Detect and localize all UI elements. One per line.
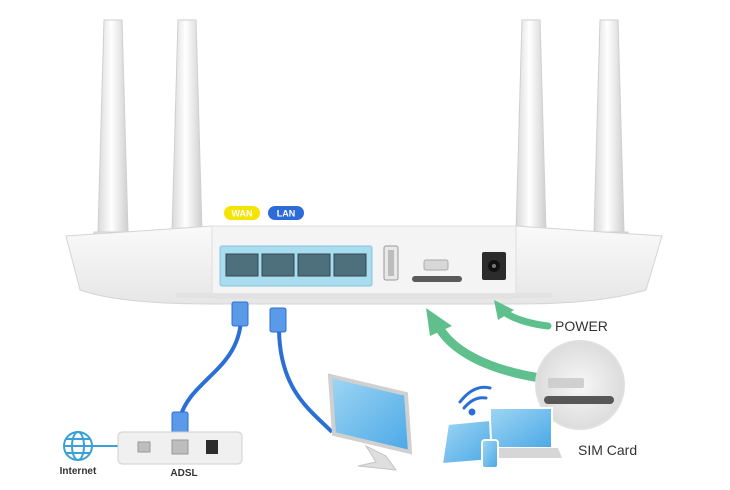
adsl-cable-plug [171, 411, 189, 435]
vent-strip [176, 293, 552, 298]
wan-cable [171, 301, 249, 435]
laptop-base [480, 448, 562, 458]
lan-port-1[interactable] [261, 253, 295, 277]
adsl-lan-port [171, 439, 189, 455]
power-jack-icon [482, 252, 506, 280]
adsl-phone-port [137, 441, 151, 453]
ethernet-ports [225, 253, 367, 277]
sim-card-closeup [535, 340, 625, 430]
lan-port-3[interactable] [333, 253, 367, 277]
phone [481, 439, 499, 469]
internet-label: Internet [60, 466, 97, 477]
mobile-devices [440, 407, 562, 469]
antenna [171, 19, 203, 233]
adsl-power-port [206, 440, 218, 454]
lan-label: LAN [277, 209, 296, 219]
arrow-to-power [494, 300, 552, 330]
lan-cable-plug [269, 307, 287, 333]
globe-icon [63, 431, 93, 461]
wan-port[interactable] [225, 253, 259, 277]
antenna [515, 19, 547, 233]
lan-cable [269, 307, 334, 434]
laptop-screen [489, 407, 553, 449]
antenna [97, 19, 129, 233]
wan-cable-plug [231, 301, 249, 327]
usb-port-icon [383, 245, 399, 281]
desktop-monitor [327, 373, 413, 471]
wan-badge: WAN [224, 206, 260, 220]
wifi-icon [458, 385, 492, 416]
lan-port-2[interactable] [297, 253, 331, 277]
arrow-to-sim [426, 308, 545, 383]
sim-slot-icon [412, 259, 462, 282]
wan-label: WAN [232, 209, 253, 219]
antenna [593, 19, 625, 233]
adsl-label: ADSL [170, 468, 197, 479]
power-label: POWER [555, 318, 608, 334]
lan-badge: LAN [268, 206, 304, 220]
sim-card-label: SIM Card [578, 442, 637, 458]
adsl-modem [117, 431, 243, 465]
